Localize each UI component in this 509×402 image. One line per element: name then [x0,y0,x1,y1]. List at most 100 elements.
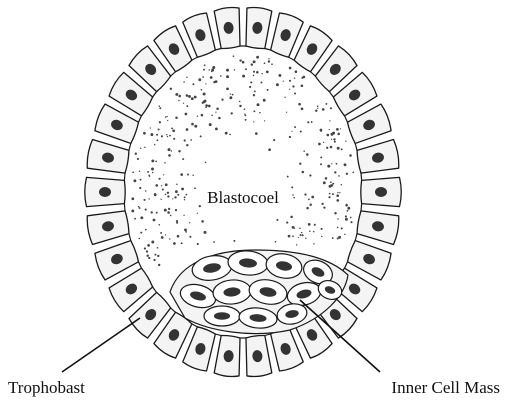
speckle-dot [334,171,336,173]
speckle-dot [323,206,325,208]
speckle-dot [294,126,296,128]
speckle-dot [299,163,301,165]
inner-cell-mass-cluster [170,249,348,333]
speckle-dot [172,198,173,199]
speckle-dot [205,162,207,164]
speckle-dot [216,107,219,110]
speckle-dot [262,73,263,74]
speckle-dot [159,121,161,123]
speckle-dot [307,121,309,123]
speckle-dot [210,76,213,79]
speckle-dot [350,217,352,219]
speckle-dot [146,254,148,256]
speckle-dot [132,171,134,173]
trophoblast-pointer-line [62,318,140,372]
speckle-dot [346,173,348,175]
speckle-dot [350,221,352,223]
speckle-dot [208,105,211,108]
speckle-dot [331,133,334,136]
speckle-dot [341,148,343,150]
speckle-dot [259,112,261,114]
speckle-dot [134,218,136,220]
speckle-dot [230,93,231,94]
speckle-dot [337,218,338,219]
speckle-dot [334,141,336,143]
speckle-dot [332,193,334,195]
speckle-dot [197,243,199,245]
trophoblast-nucleus [99,187,111,197]
speckle-dot [200,135,202,137]
speckle-dot [325,103,327,105]
speckle-dot [170,88,172,90]
speckle-dot [293,197,295,199]
speckle-dot [192,83,194,85]
speckle-dot [188,95,191,98]
speckle-dot [161,135,163,137]
speckle-dot [253,94,255,96]
speckle-dot [135,153,137,155]
speckle-dot [311,121,313,123]
speckle-dot [180,173,183,176]
speckle-dot [197,213,198,214]
speckle-dot [143,199,145,201]
speckle-dot [336,163,338,165]
speckle-dot [176,222,178,224]
speckle-dot [255,132,258,135]
speckle-dot [331,139,332,140]
speckle-dot [317,105,319,107]
speckle-dot [191,97,194,100]
speckle-dot [268,148,271,151]
speckle-dot [194,96,197,99]
speckle-dot [159,178,161,180]
speckle-dot [167,211,170,214]
speckle-dot [169,135,171,137]
speckle-dot [226,69,229,72]
speckle-dot [197,116,198,117]
speckle-dot [286,222,288,224]
speckle-dot [245,68,247,70]
speckle-dot [229,134,231,136]
speckle-dot [326,147,328,149]
speckle-dot [301,232,302,233]
speckle-dot [267,89,269,91]
speckle-dot [187,173,189,175]
speckle-dot [337,192,338,193]
speckle-dot [303,150,305,152]
speckle-dot [313,243,314,244]
speckle-dot [294,92,296,94]
speckle-dot [175,93,178,96]
speckle-dot [183,103,184,104]
speckle-dot [153,259,155,261]
speckle-dot [298,237,299,238]
speckle-dot [176,183,178,185]
speckle-dot [327,165,330,168]
speckle-dot [213,81,215,83]
speckle-dot [278,74,281,77]
speckle-dot [146,250,148,252]
speckle-dot [337,227,339,229]
speckle-dot [138,206,140,208]
speckle-dot [211,115,213,117]
speckle-dot [276,83,279,86]
speckle-dot [186,144,188,146]
speckle-dot [184,139,186,141]
speckle-dot [163,174,164,175]
speckle-dot [245,119,247,121]
speckle-dot [288,235,291,238]
speckle-dot [290,216,293,219]
speckle-dot [323,142,324,143]
speckle-dot [192,175,193,176]
speckle-dot [167,120,168,121]
speckle-dot [264,62,266,64]
speckle-dot [164,209,167,212]
speckle-dot [292,235,294,237]
speckle-dot [289,89,290,90]
speckle-dot [330,181,332,183]
speckle-dot [322,108,325,111]
speckle-dot [144,147,145,148]
speckle-dot [189,236,191,238]
speckle-dot [341,184,342,185]
speckle-dot [212,66,215,69]
speckle-dot [317,108,318,109]
speckle-dot [309,204,311,206]
